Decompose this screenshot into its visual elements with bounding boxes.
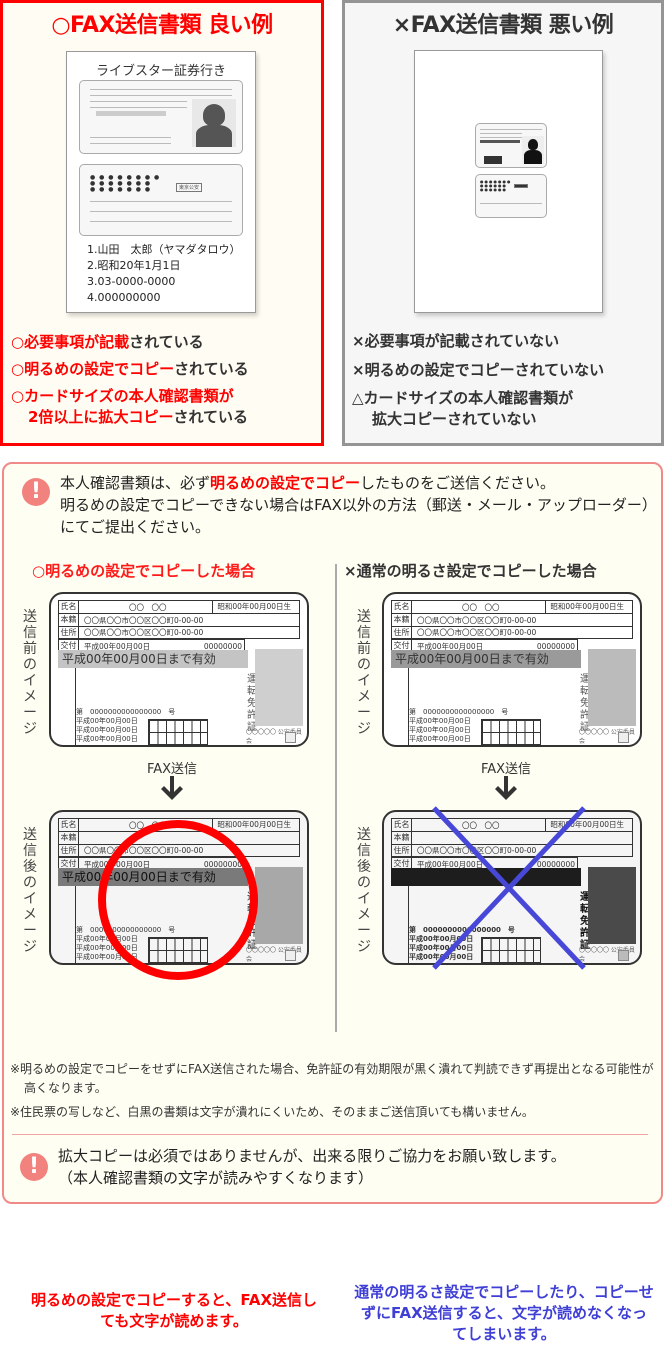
bad-example-panel: ×FAX送信書類 悪い例 ●●●●●●●●●●●●●●●●●●● ×必要事項が記… [342,0,664,446]
footnotes: ※明るめの設定でコピーをせずにFAX送信された場合、免許証の有効期限が黒く潰れて… [10,1060,655,1127]
normal-copy-caption: 通常の明るさ設定でコピーしたり、コピーせずにFAX送信すると、文字が読めなくなっ… [354,1283,654,1343]
sheet-detail-name: 1.山田 太郎（ヤマダタロウ） [87,243,241,256]
readable-highlight-circle [98,820,258,980]
footnote-brightness: ※明るめの設定でコピーをせずにFAX送信された場合、免許証の有効期限が黒く潰れて… [10,1062,654,1095]
sheet-detail-birthdate: 2.昭和20年1月1日 [87,259,181,272]
after-send-label: 送信後のイメージ [23,827,37,955]
bad-check-item: △カードサイズの本人確認書類が [352,389,574,407]
before-send-label: 送信前のイメージ [357,609,371,737]
bad-example-title: ×FAX送信書類 悪い例 [392,13,614,38]
sheet-written-details: 1.山田 太郎（ヤマダタロウ） 2.昭和20年1月1日 3.03-0000-00… [87,242,241,306]
fax-send-label: FAX送信 [480,762,532,777]
validity-date-blackened [391,868,581,886]
column-divider [335,564,337,1032]
normal-copy-heading: ×通常の明るさ設定でコピーした場合 [344,562,597,580]
notice-message: 本人確認書類は、必ず明るめの設定でコピーしたものをご送信ください。 明るめの設定… [60,474,650,536]
photo-area [255,649,303,726]
bad-check-item: ×必要事項が記載されていない [352,332,560,350]
photo-area [588,649,636,726]
small-license-front-thumbnail [475,123,547,168]
down-arrow-icon [161,776,183,800]
exclamation-icon: ! [22,478,50,506]
bright-copy-caption: 明るめの設定でコピーすると、FAX送信しても文字が読めます。 [30,1291,318,1330]
good-check-item: ○明るめの設定でコピーされている [11,360,249,378]
bad-checklist: ×必要事項が記載されていない ×明るめの設定でコピーされていない △カードサイズ… [352,327,604,429]
fax-send-label: FAX送信 [146,762,198,777]
validity-date: 平成00年00月00日まで有効 [391,650,581,668]
sheet-title: ライブスター証券行き [95,64,226,79]
notice-box: ! 本人確認書類は、必ず明るめの設定でコピーしたものをご送信ください。 明るめの… [2,462,663,1343]
bad-check-item-continued: 拡大コピーされていない [372,410,537,428]
good-check-item-continued: 2倍以上に拡大コピーされている [28,408,249,426]
small-license-back-thumbnail: ●●●●●●●●●●●●●●●●●●● [475,174,547,218]
good-checklist: ○必要事項が記載されている ○明るめの設定でコピーされている ○カードサイズの本… [11,329,249,427]
sheet-detail-phone: 3.03-0000-0000 [87,275,176,288]
good-example-panel: ○FAX送信書類 良い例 ライブスター証券行き ● ● ● ● ● ● ● ●●… [0,0,324,446]
bad-check-item: ×明るめの設定でコピーされていない [352,361,605,379]
license-before-normal: 氏名〇〇 〇〇昭和00年00月00日生 本籍〇〇県〇〇市〇〇区〇〇町0-00-0… [382,592,642,747]
unreadable-cross-icon [432,806,586,970]
validity-date: 平成00年00月00日まで有効 [58,650,248,668]
down-arrow-icon [495,776,517,800]
sheet-detail-account: 4.000000000 [87,291,161,304]
good-check-item: ○必要事項が記載されている [11,333,204,351]
before-send-label: 送信前のイメージ [23,609,37,737]
license-back-thumbnail: ● ● ● ● ● ● ● ●● ● ● ● ● ● ●● ● ● ● ● ● … [79,164,243,236]
license-front-thumbnail [79,80,243,154]
enlarge-copy-request: 拡大コピーは必須ではありませんが、出来る限りご協力をお願い致します。 （本人確認… [58,1147,566,1187]
exclamation-icon: ! [20,1153,48,1181]
good-fax-sheet: ライブスター証券行き ● ● ● ● ● ● ● ●● ● ● ● ● ● ●●… [66,51,256,313]
photo-area [255,867,303,944]
license-before-bright: 氏名〇〇 〇〇昭和00年00月00日生 本籍〇〇県〇〇市〇〇区〇〇町0-00-0… [49,592,309,747]
good-check-item: ○カードサイズの本人確認書類が [11,387,234,405]
good-example-title: ○FAX送信書類 良い例 [51,13,273,38]
photo-area [588,867,636,944]
after-send-label: 送信後のイメージ [357,827,371,955]
bad-fax-sheet: ●●●●●●●●●●●●●●●●●●● [414,50,603,313]
footnote-resident-card: ※住民票の写しなど、白黒の書類は文字が潰れにくいため、そのままご送信頂いても構い… [10,1105,534,1119]
bright-copy-heading: ○明るめの設定でコピーした場合 [32,562,256,580]
notice-divider [12,1134,648,1135]
